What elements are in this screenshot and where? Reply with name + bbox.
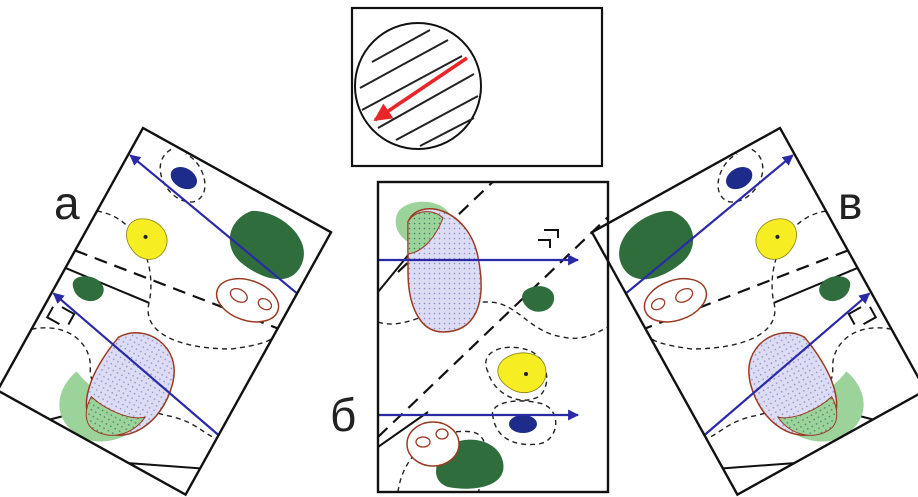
stereonet-circle bbox=[354, 22, 482, 150]
panel-a-label: а bbox=[54, 177, 80, 229]
panel-a-frame bbox=[0, 126, 333, 497]
panel-b-label: б bbox=[330, 389, 357, 441]
orientation-inset bbox=[350, 6, 604, 168]
panel-a bbox=[0, 126, 333, 497]
panel-v bbox=[590, 126, 918, 497]
panel-b-frame bbox=[376, 180, 610, 494]
red-direction-arrow bbox=[373, 56, 469, 122]
panel-v-label: в bbox=[838, 177, 863, 229]
panel-b bbox=[376, 180, 610, 494]
panel-v-frame bbox=[590, 126, 918, 497]
inset-hatching bbox=[359, 29, 479, 147]
